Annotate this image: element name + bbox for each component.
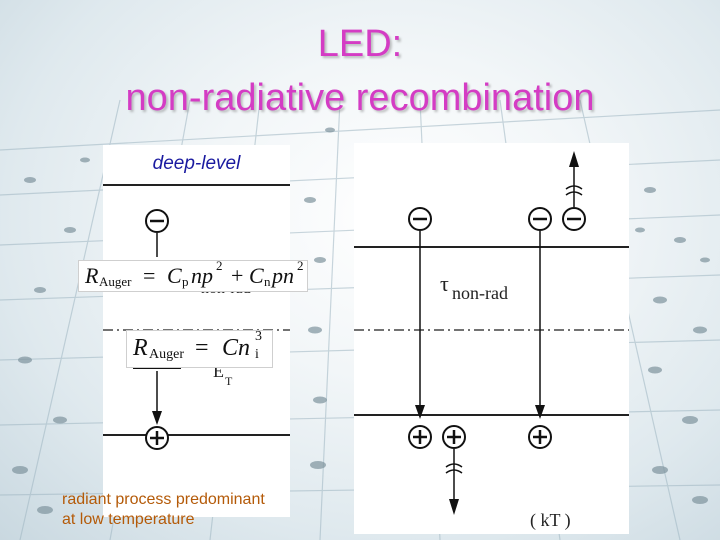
caption: radiant process predominant at low tempe… [62,490,347,530]
auger-rate-formula-intrinsic: R Auger = Cn i 3 [126,329,273,368]
hole-icon [528,425,552,449]
electron-icon [145,209,169,233]
electron-icon [408,207,432,231]
auger-panel: τ non-rad ( kT ) [354,143,629,534]
hole-icon [145,426,169,450]
arrow-down-icon [415,405,425,419]
auger-rate-formula-general: R Auger = C p np 2 + C n pn 2 [78,258,308,292]
caption-line-2: at low temperature [62,511,195,528]
hole-icon [408,425,432,449]
electron-icon [562,207,586,231]
arrow-up-icon [569,151,579,167]
break-mark-icon [445,463,463,474]
slide-title-line-1: LED: [317,23,403,65]
trap-energy-subscript: T [225,374,233,388]
tau-label: non-rad [452,283,508,303]
partial-bottom-text: ( kT ) [530,510,571,531]
slide-title-line-2: non-radiative recombination [125,77,595,119]
hole-icon [442,425,466,449]
auger-diagram: τ non-rad ( kT ) [354,151,629,531]
deep-level-label: deep-level [152,153,241,174]
arrow-down-icon [535,405,545,419]
break-mark-icon [565,185,583,196]
electron-icon [528,207,552,231]
arrow-down-icon [152,411,162,425]
tau-symbol: τ [440,271,449,296]
trap-energy-label: E [213,361,224,381]
caption-line-1: radiant process predominant [62,491,265,508]
arrow-down-icon [449,499,459,515]
